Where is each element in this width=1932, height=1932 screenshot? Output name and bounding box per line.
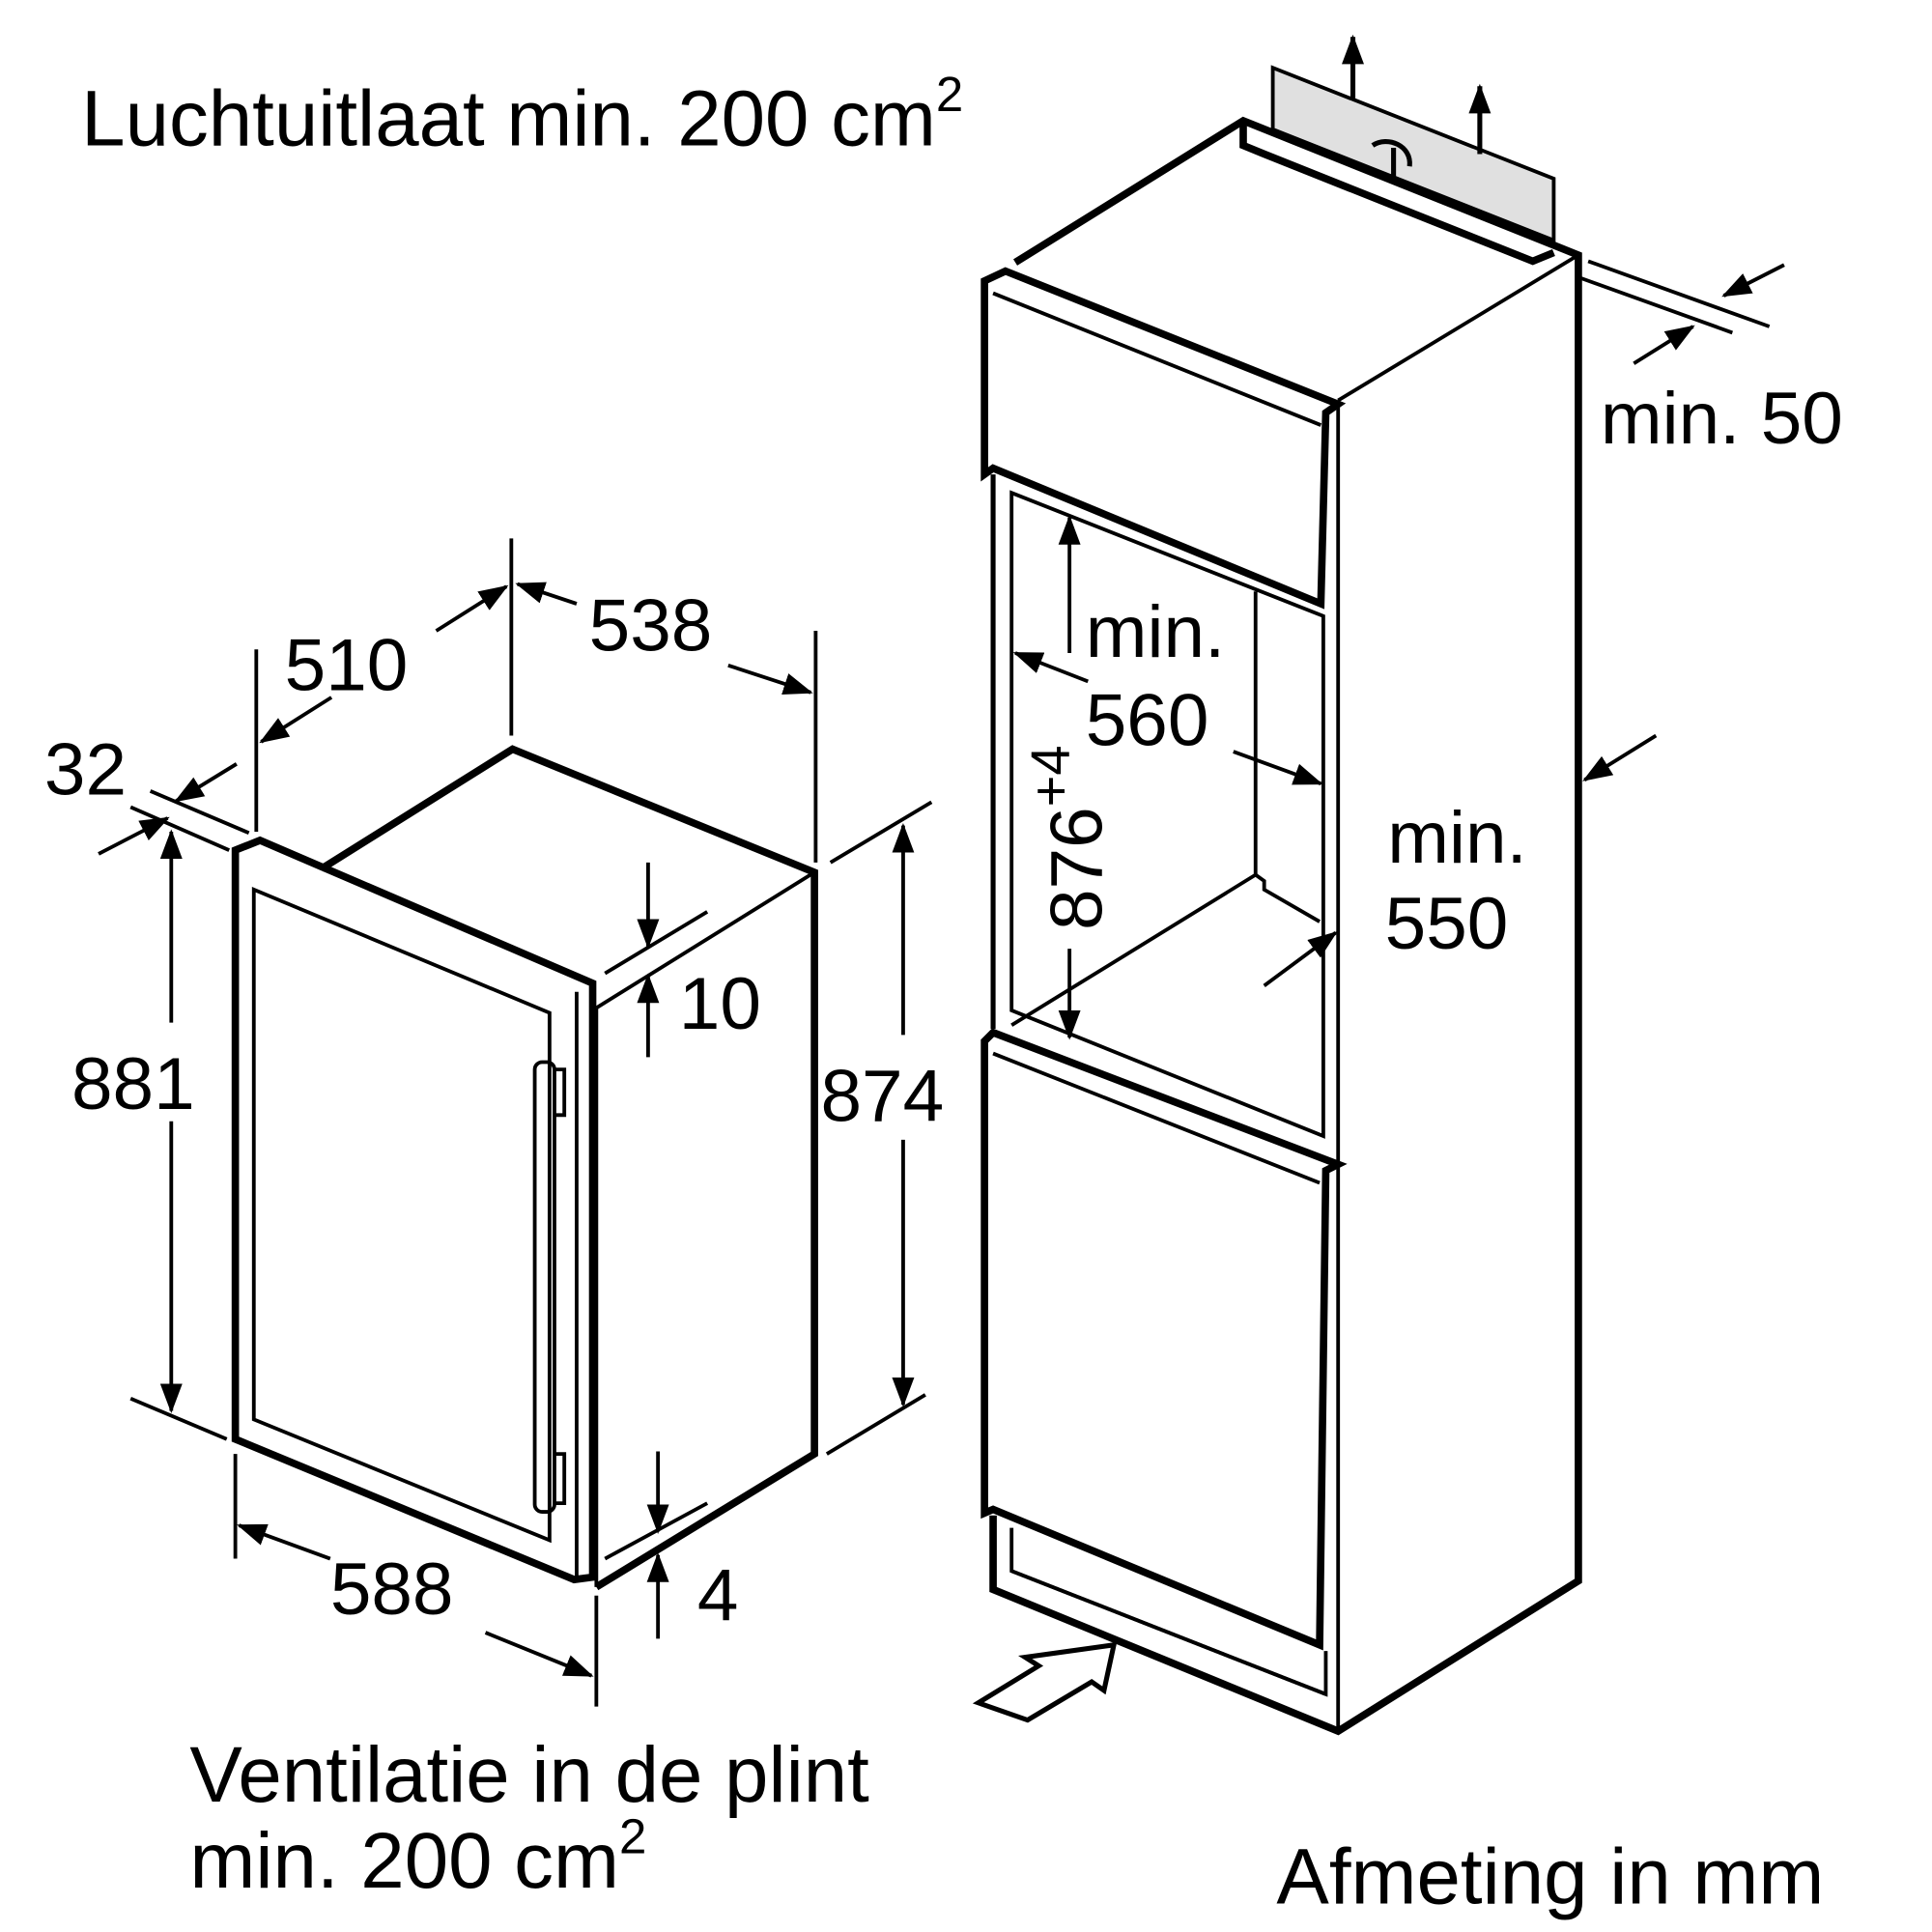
dim-538: 538 — [589, 584, 713, 667]
dim-588: 588 — [330, 1548, 454, 1631]
min560-label-a: min. — [1086, 591, 1226, 673]
min550-label-a: min. — [1387, 797, 1527, 879]
cabinet-dimensions — [1012, 259, 1785, 1040]
dim-874: 874 — [820, 1056, 944, 1138]
plinth-vent-label-2: min. 200 cm2 — [189, 1808, 646, 1905]
fan-icon — [1371, 139, 1412, 179]
vent-grille — [1270, 65, 1556, 243]
min560-label-b: 560 — [1086, 680, 1209, 762]
dim-510: 510 — [285, 624, 409, 706]
inlet-arrow-icon — [972, 1641, 1118, 1723]
dim-32: 32 — [44, 729, 127, 811]
air-outlet-label: Luchtuitlaat min. 200 cm2 — [81, 67, 963, 163]
min50-label: min. 50 — [1601, 378, 1843, 460]
dim-4: 4 — [697, 1554, 739, 1636]
min550-label-b: 550 — [1385, 883, 1509, 965]
plinth-vent-label-1: Ventilatie in de plint — [189, 1731, 869, 1819]
appliance-dimensions — [98, 538, 933, 1707]
dim-10: 10 — [679, 963, 761, 1045]
units-label: Afmeting in mm — [1276, 1833, 1824, 1921]
appliance-drawing — [231, 745, 818, 1591]
niche-height-label: 876+4 — [1020, 745, 1118, 930]
airflow-arrows — [972, 34, 1492, 1723]
cabinet-drawing — [980, 65, 1582, 1736]
dim-881: 881 — [71, 1043, 195, 1125]
